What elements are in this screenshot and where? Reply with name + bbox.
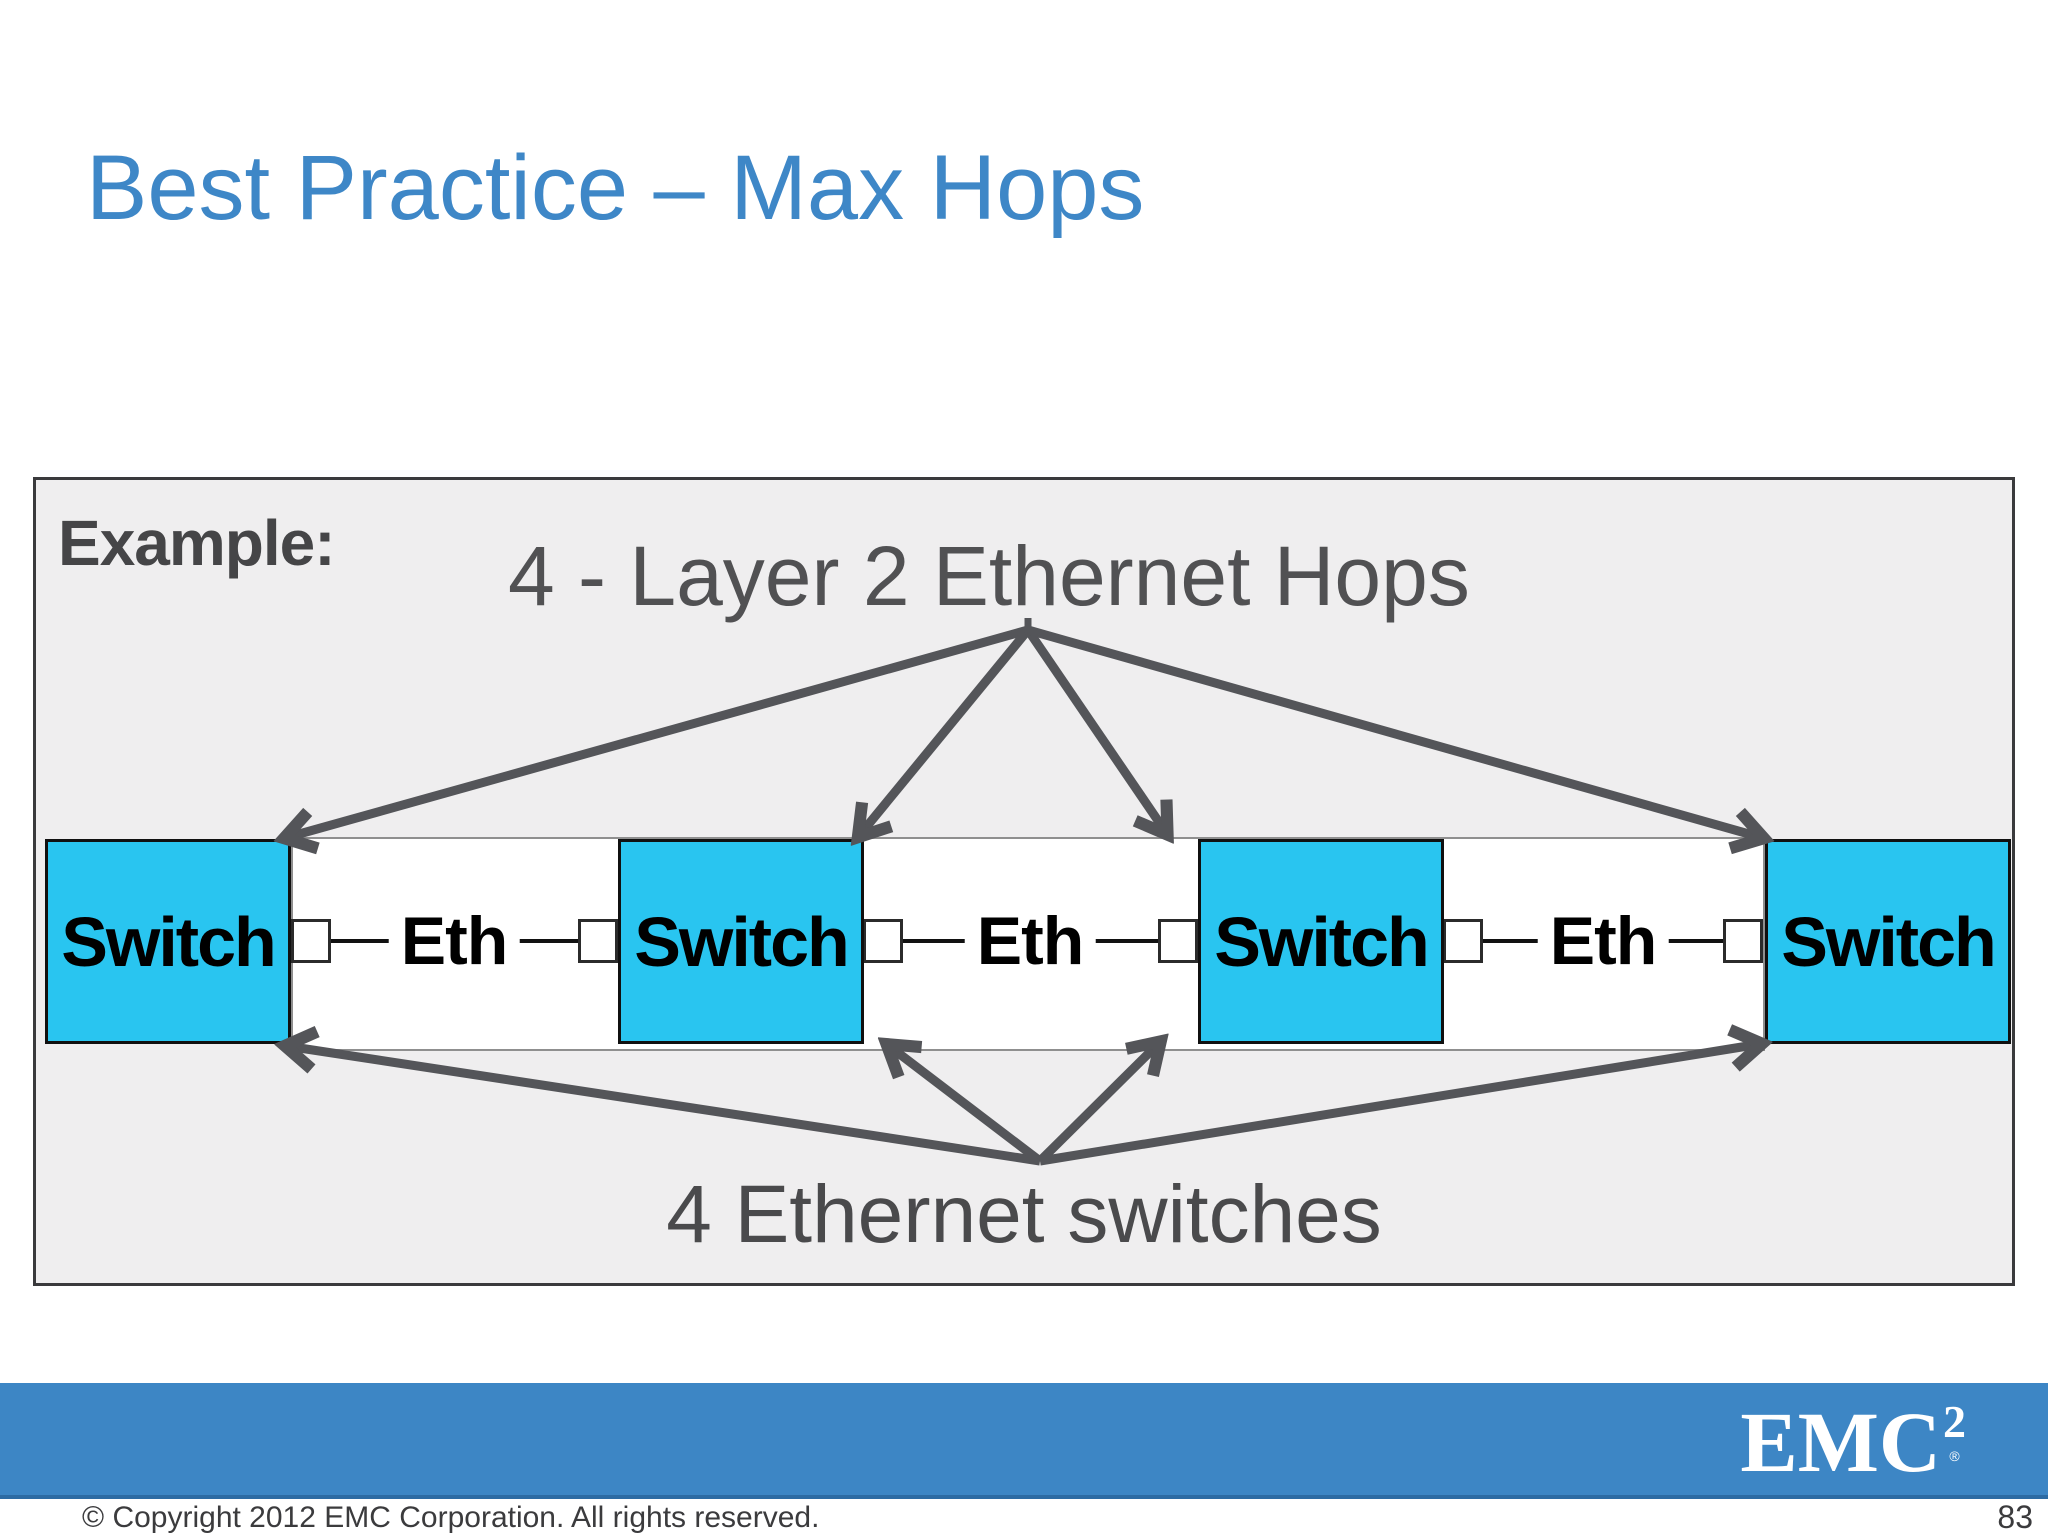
switch-node-1: Switch — [45, 839, 291, 1044]
copyright-text: © Copyright 2012 EMC Corporation. All ri… — [82, 1501, 820, 1534]
emc-logo-superscript: 2 — [1943, 1396, 1966, 1447]
switch-node-4: Switch — [1765, 839, 2011, 1044]
switch-label: Switch — [1214, 902, 1430, 981]
switch-node-3: Switch — [1198, 839, 1444, 1044]
switches-caption: 4 Ethernet switches — [666, 1169, 1382, 1260]
page-number: 83 — [1997, 1499, 2033, 1535]
example-diagram-box: Example: 4 - Layer 2 Ethernet Hops 4 Eth… — [33, 477, 2015, 1286]
hops-caption: 4 - Layer 2 Ethernet Hops — [508, 529, 1470, 623]
switch-node-2: Switch — [618, 839, 864, 1044]
port-connector — [863, 919, 903, 963]
slide-title: Best Practice – Max Hops — [86, 137, 1145, 239]
example-label: Example: — [58, 507, 336, 579]
registered-mark-icon: ® — [1949, 1448, 1960, 1464]
emc-logo-text: EMC — [1740, 1394, 1941, 1490]
switch-label: Switch — [61, 902, 277, 981]
port-connector — [578, 919, 618, 963]
hop-arrows — [36, 618, 2012, 1166]
port-connector — [291, 919, 331, 963]
port-connector — [1723, 919, 1763, 963]
port-connector — [1443, 919, 1483, 963]
switch-label: Switch — [1781, 902, 1997, 981]
eth-link-label-3: Eth — [1537, 886, 1669, 996]
port-connector — [1158, 919, 1198, 963]
eth-link-label-2: Eth — [964, 886, 1096, 996]
eth-link-label-1: Eth — [388, 886, 520, 996]
switch-label: Switch — [634, 902, 850, 981]
